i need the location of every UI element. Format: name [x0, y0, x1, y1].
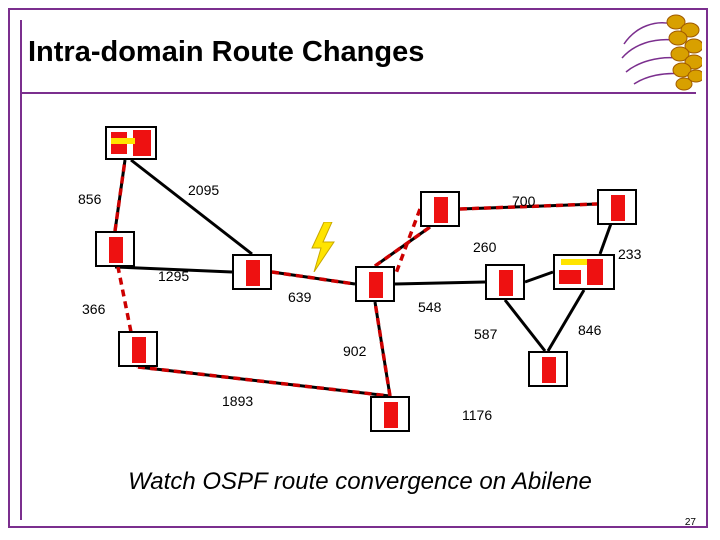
- router-700[interactable]: [420, 191, 460, 227]
- link-label-366: 366: [82, 301, 106, 317]
- network-links: [113, 158, 619, 398]
- router-548[interactable]: [485, 264, 525, 300]
- link-label-2095: 2095: [188, 182, 220, 198]
- router-260[interactable]: [597, 189, 637, 225]
- router-1176[interactable]: [528, 351, 568, 387]
- bubble-cluster-logo: [621, 14, 702, 91]
- link-label-260: 260: [473, 239, 497, 255]
- slide-border-left-accent: [20, 20, 22, 520]
- router-366[interactable]: [95, 231, 135, 267]
- link-label-902: 902: [343, 343, 367, 359]
- network-diagram: 856 2095 1295 366 639 902 1893 700 260 2…: [0, 96, 720, 456]
- slide-border: [8, 8, 708, 528]
- router-233[interactable]: [553, 254, 615, 290]
- page-number: 27: [684, 517, 696, 528]
- link-label-856: 856: [78, 191, 102, 207]
- slide-caption: Watch OSPF route convergence on Abilene: [128, 468, 592, 495]
- link-label-1893: 1893: [222, 393, 254, 409]
- link-label-1176: 1176: [462, 407, 493, 423]
- router-1295[interactable]: [232, 254, 272, 290]
- link-label-1295: 1295: [158, 268, 190, 284]
- page-title: Intra-domain Route Changes: [28, 36, 425, 68]
- link-label-639: 639: [288, 289, 312, 305]
- link-label-233: 233: [618, 246, 642, 262]
- router-902[interactable]: [370, 396, 410, 432]
- link-label-548: 548: [418, 299, 442, 315]
- title-underline: [20, 92, 696, 94]
- link-label-587: 587: [474, 326, 498, 342]
- router-639[interactable]: [355, 266, 395, 302]
- router-856[interactable]: [105, 126, 157, 160]
- link-label-846: 846: [578, 322, 602, 338]
- link-failure-bolt-icon: [311, 222, 335, 272]
- router-1893[interactable]: [118, 331, 158, 367]
- link-label-700: 700: [512, 193, 536, 209]
